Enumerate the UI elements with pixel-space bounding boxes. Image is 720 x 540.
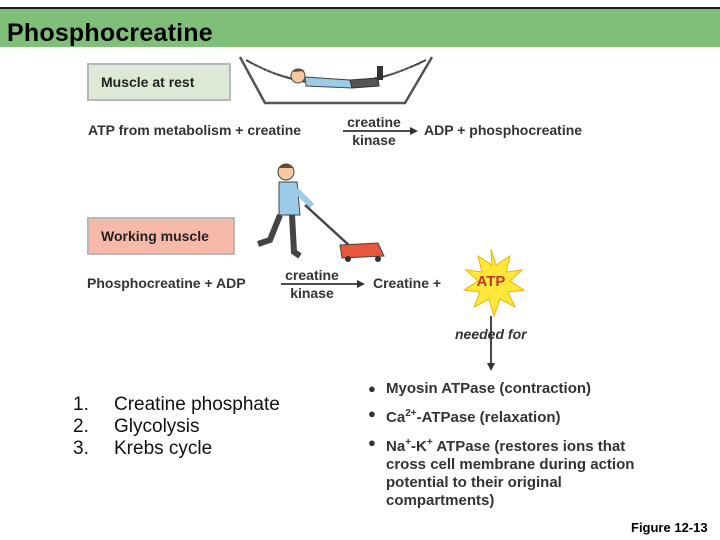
figure-label: Figure 12-13 — [631, 520, 708, 535]
atp-uses-list: ● Myosin ATPase (contraction) ● Ca2+-ATP… — [368, 380, 668, 517]
work-reaction-left: Phosphocreatine + ADP — [87, 275, 246, 291]
bullet-icon: ● — [368, 406, 376, 421]
rest-reaction-left: ATP from metabolism + creatine — [88, 122, 302, 138]
list-item: ● Myosin ATPase (contraction) — [368, 380, 668, 398]
rest-enzyme-top: creatine — [347, 114, 401, 130]
list-item: 1. Creatine phosphate — [73, 394, 280, 415]
rest-reaction-right: ADP + phosphocreatine — [424, 122, 583, 138]
work-reaction-right: Creatine + — [373, 275, 442, 291]
energy-sources-list: 1. Creatine phosphate 2. Glycolysis 3. K… — [73, 394, 280, 460]
title-bar: Phosphocreatine — [0, 7, 720, 47]
bullet-icon: ● — [368, 435, 376, 450]
needed-for-label: needed for — [455, 326, 527, 342]
hammock-illustration — [238, 56, 434, 105]
list-item: 3. Krebs cycle — [73, 438, 213, 459]
bullet-icon: ● — [368, 381, 376, 396]
page-title: Phosphocreatine — [7, 19, 213, 47]
rest-enzyme-bottom: kinase — [352, 132, 396, 148]
list-item: ● Na+-K+ ATPase (restores ions that cros… — [368, 434, 668, 510]
work-enzyme-bottom: kinase — [290, 285, 334, 301]
use-ca-atpase: Ca2+-ATPase (relaxation) — [386, 408, 561, 426]
work-enzyme-top: creatine — [285, 267, 339, 283]
lawnmower-illustration — [257, 163, 385, 262]
rest-enzyme: creatine kinase — [334, 113, 414, 149]
work-enzyme: creatine kinase — [272, 266, 352, 302]
muscle-at-rest-label: Muscle at rest — [87, 63, 231, 101]
atp-burst-icon — [462, 248, 526, 318]
use-myosin: Myosin ATPase (contraction) — [386, 380, 592, 397]
atp-label: ATP — [476, 273, 506, 290]
use-na-k-atpase: Na+-K+ ATPase (restores ions that cross … — [386, 437, 635, 509]
working-muscle-label: Working muscle — [87, 217, 235, 255]
list-item: ● Ca2+-ATPase (relaxation) — [368, 405, 668, 427]
list-item: 2. Glycolysis — [73, 416, 200, 437]
